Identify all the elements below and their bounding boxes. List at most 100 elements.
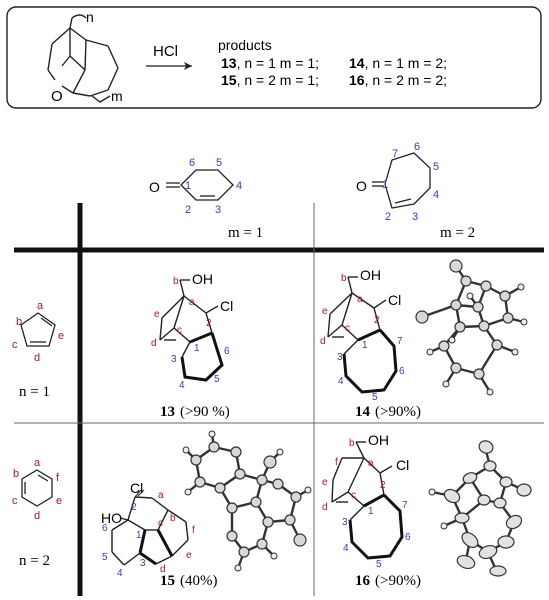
atom-a: a (37, 300, 44, 312)
atom-b: b (13, 468, 19, 480)
product-13-entry: 13, n = 1 m = 1; (221, 55, 319, 71)
crystal-structure-16 (428, 440, 532, 577)
chloro-label: Cl (130, 480, 143, 496)
atom-3: 3 (342, 517, 348, 528)
atom-b: b (341, 273, 347, 284)
col-header-label-m2: m = 2 (440, 225, 475, 241)
crystal-structure-14 (415, 259, 528, 396)
atom-f: f (335, 457, 338, 468)
atom-7: 7 (397, 336, 403, 347)
atom-6: 6 (405, 532, 411, 543)
atom-c: c (158, 518, 163, 529)
atom-1: 1 (382, 179, 388, 191)
atom-5: 5 (433, 161, 439, 173)
atom-2: 2 (374, 315, 380, 326)
product-15-entry: 15, n = 2 m = 1; (221, 72, 319, 88)
col-header-cyclohexenone: O 6 5 4 3 2 1 m = 1 (149, 157, 263, 241)
atom-3: 3 (412, 211, 418, 223)
product-16-cell: OH Cl b a f e c 2 d 1 3 7 6 5 4 16(>90%) (322, 432, 532, 589)
atom-e: e (58, 330, 64, 342)
atom-e: e (154, 309, 160, 320)
atom-c: c (12, 339, 18, 351)
atom-e: e (322, 306, 328, 317)
atom-2: 2 (206, 318, 212, 329)
atom-1: 1 (136, 530, 142, 541)
atom-e: e (56, 495, 62, 507)
hydroxyl-label: OH (192, 271, 213, 287)
atom-7: 7 (392, 148, 398, 160)
row-header-cyclohexadiene: b a f e d c n = 2 (12, 457, 62, 569)
hydroxyl-label: HO (101, 510, 122, 526)
atom-6: 6 (414, 141, 420, 153)
atom-5: 5 (214, 374, 220, 385)
atom-b: b (173, 276, 179, 287)
product-14-cell: OH Cl b a e c 2 d 1 3 7 6 5 4 14(>90%) (320, 259, 528, 420)
atom-2: 2 (380, 480, 386, 491)
atom-4: 4 (179, 380, 185, 391)
atom-7: 7 (402, 500, 408, 511)
atom-5: 5 (102, 552, 108, 563)
atom-a: a (357, 294, 363, 305)
atom-d: d (151, 338, 157, 349)
product-14-caption: 14(>90%) (355, 404, 421, 420)
atom-3: 3 (140, 558, 146, 569)
col-header-label-m1: m = 1 (228, 225, 263, 241)
product-16-entry: 16, n = 2 m = 2; (349, 72, 447, 88)
atom-1: 1 (368, 506, 374, 517)
atom-1: 1 (362, 340, 368, 351)
product-13-cell: OH Cl b a e c 2 d 1 3 6 5 4 13(>90 %) (151, 271, 233, 420)
row-header-label-n2: n = 2 (19, 553, 50, 569)
atom-a: a (368, 458, 374, 469)
chloro-label: Cl (388, 292, 401, 308)
atom-c: c (12, 495, 18, 507)
ring-size-label-m: m (111, 88, 123, 104)
atom-f: f (56, 472, 60, 484)
atom-c: c (345, 323, 350, 334)
atom-4: 4 (338, 376, 344, 387)
reagent-label: HCl (153, 43, 178, 60)
atom-d: d (320, 336, 326, 347)
atom-c: c (351, 490, 356, 501)
atom-e: e (186, 550, 192, 561)
atom-3: 3 (215, 204, 221, 216)
product-15-caption: 15(40%) (160, 573, 218, 589)
atom-c: c (177, 325, 182, 336)
atom-a: a (158, 490, 164, 501)
chloro-label: Cl (396, 457, 409, 473)
starting-material-structure (47, 14, 119, 103)
atom-b: b (16, 316, 22, 328)
atom-4: 4 (117, 568, 123, 579)
hydroxyl-label: OH (368, 432, 389, 448)
atom-4: 4 (343, 543, 349, 554)
atom-6: 6 (224, 346, 230, 357)
atom-5: 5 (216, 157, 222, 169)
crystal-structure-15 (182, 430, 312, 572)
products-label: products (218, 37, 272, 53)
carbonyl-oxygen: O (149, 179, 160, 195)
atom-e: e (322, 477, 328, 488)
atom-1: 1 (185, 180, 191, 192)
product-13-caption: 13(>90 %) (160, 404, 230, 420)
atom-3: 3 (337, 352, 343, 363)
arrow-head-icon (184, 62, 192, 70)
row-header-cyclopentadiene: b a e d c n = 1 (12, 300, 64, 400)
reaction-scheme-box: n O m HCl products 13, n = 1 m = 1; 14, … (6, 6, 542, 109)
product-14-entry: 14, n = 1 m = 2; (349, 55, 447, 71)
oxygen-atom-label: O (51, 88, 63, 105)
atom-d: d (160, 564, 166, 575)
atom-1: 1 (194, 343, 200, 354)
atom-d: d (322, 502, 328, 513)
hydroxyl-label: OH (360, 267, 381, 283)
chloro-label: Cl (220, 298, 233, 314)
atom-4: 4 (433, 189, 439, 201)
atom-2: 2 (131, 502, 137, 513)
product-15-cell: Cl HO a c d b f e 2 1 6 5 4 3 15(40%) (101, 430, 312, 589)
carbonyl-oxygen: O (356, 178, 367, 194)
product-16-caption: 16(>90%) (355, 573, 421, 589)
atom-5: 5 (376, 559, 382, 570)
atom-2: 2 (185, 204, 191, 216)
atom-6: 6 (399, 366, 405, 377)
atom-3: 3 (171, 354, 177, 365)
atom-a: a (189, 297, 195, 308)
